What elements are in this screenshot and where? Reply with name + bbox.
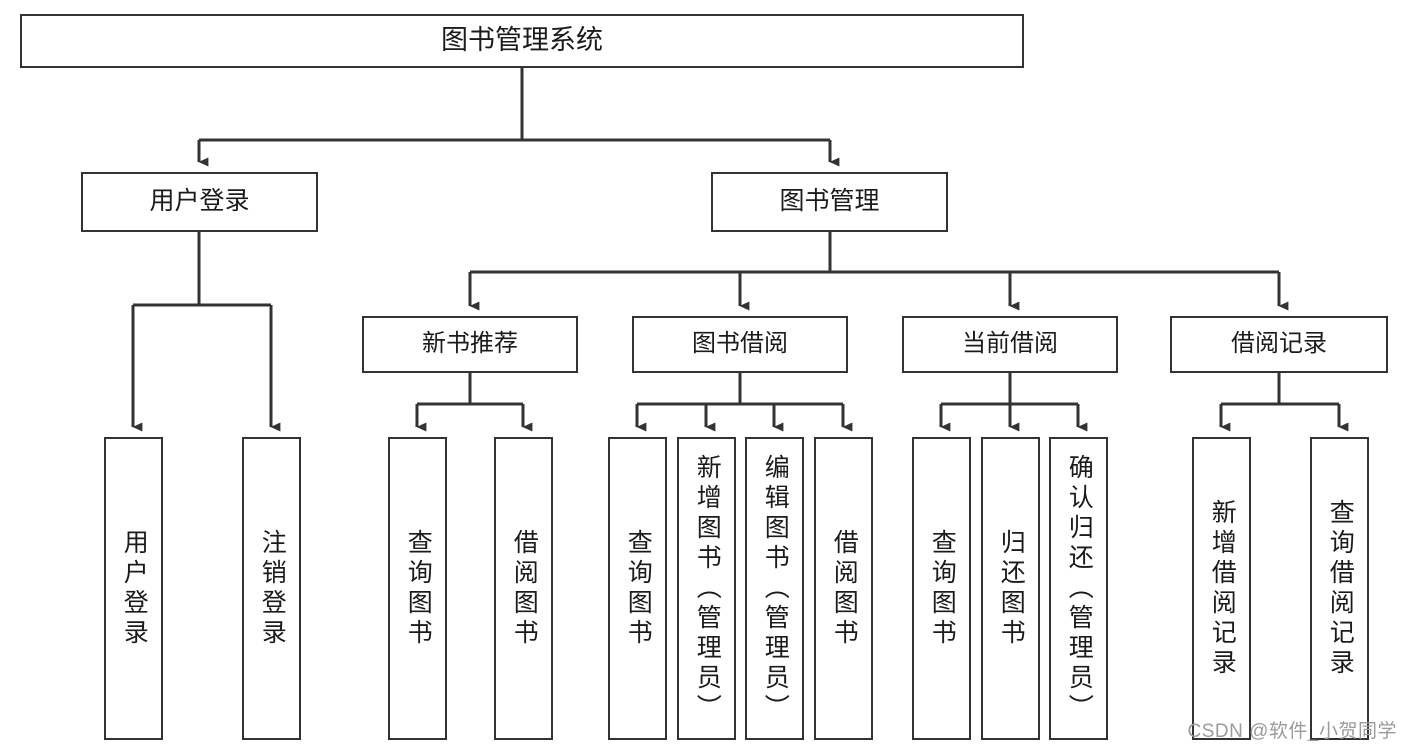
node-label: 查询图书 xyxy=(928,528,957,649)
node-label: 确认归还（管理员） xyxy=(1065,453,1094,724)
leaf-book-borrow-edit-book-admin[interactable]: 编辑图书（管理员） xyxy=(745,437,804,740)
node-label: 查询借阅记录 xyxy=(1326,498,1355,679)
node-label: 归还图书 xyxy=(997,528,1026,649)
node-label: 借阅记录 xyxy=(1231,330,1327,358)
node-root-book-management-system[interactable]: 图书管理系统 xyxy=(20,14,1024,68)
node-borrow-records[interactable]: 借阅记录 xyxy=(1170,316,1388,373)
node-label: 查询图书 xyxy=(404,528,433,649)
node-label: 借阅图书 xyxy=(830,528,859,649)
leaf-user-login-login[interactable]: 用户登录 xyxy=(104,437,163,740)
leaf-book-borrow-borrow-book[interactable]: 借阅图书 xyxy=(814,437,873,740)
node-label: 图书管理 xyxy=(779,187,880,216)
leaf-user-login-logout[interactable]: 注销登录 xyxy=(242,437,301,740)
node-label: 借阅图书 xyxy=(510,528,539,649)
csdn-watermark: CSDN @软件_小贺同学 xyxy=(1187,721,1397,742)
node-book-management[interactable]: 图书管理 xyxy=(711,172,948,232)
leaf-current-borrow-return-book[interactable]: 归还图书 xyxy=(981,437,1040,740)
leaf-new-book-query-book[interactable]: 查询图书 xyxy=(388,437,447,740)
node-label: 用户登录 xyxy=(149,187,250,216)
node-current-borrow[interactable]: 当前借阅 xyxy=(902,316,1118,373)
node-label: 新增借阅记录 xyxy=(1208,498,1237,679)
node-label: 当前借阅 xyxy=(962,330,1058,358)
leaf-book-borrow-query-book[interactable]: 查询图书 xyxy=(608,437,667,740)
leaf-current-borrow-query-book[interactable]: 查询图书 xyxy=(912,437,971,740)
node-label: 图书管理系统 xyxy=(441,25,603,56)
node-label: 新书推荐 xyxy=(422,330,518,358)
node-label: 图书借阅 xyxy=(692,330,788,358)
node-new-book-recommend[interactable]: 新书推荐 xyxy=(362,316,578,373)
leaf-new-book-borrow-book[interactable]: 借阅图书 xyxy=(494,437,553,740)
node-label: 用户登录 xyxy=(120,528,149,649)
node-user-login[interactable]: 用户登录 xyxy=(81,172,318,232)
node-label: 注销登录 xyxy=(258,528,287,649)
leaf-borrow-records-query-record[interactable]: 查询借阅记录 xyxy=(1310,437,1369,740)
node-label: 编辑图书（管理员） xyxy=(761,453,790,724)
leaf-current-borrow-confirm-return-admin[interactable]: 确认归还（管理员） xyxy=(1049,437,1108,740)
node-label: 新增图书（管理员） xyxy=(693,453,722,724)
leaf-book-borrow-add-book-admin[interactable]: 新增图书（管理员） xyxy=(677,437,736,740)
leaf-borrow-records-add-record[interactable]: 新增借阅记录 xyxy=(1192,437,1251,740)
node-book-borrow[interactable]: 图书借阅 xyxy=(632,316,848,373)
node-label: 查询图书 xyxy=(624,528,653,649)
